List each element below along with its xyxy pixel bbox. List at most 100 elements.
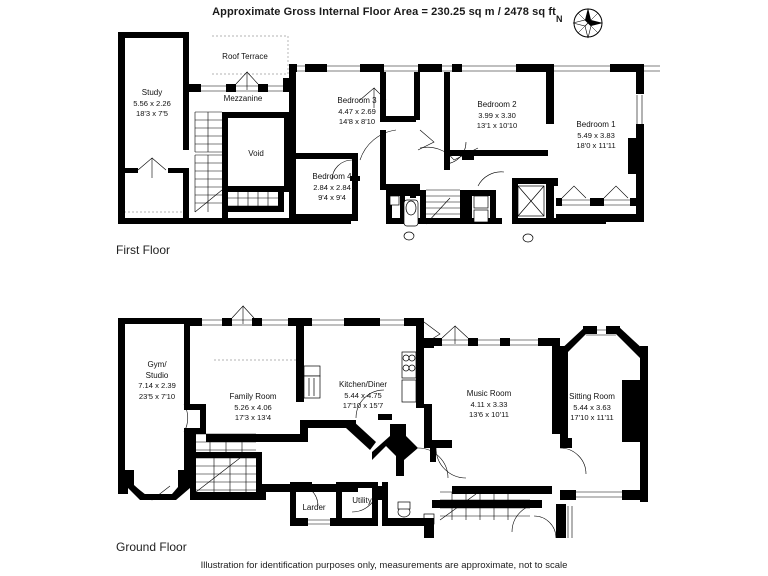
wall-music-tr: [538, 338, 560, 346]
room-label-mezzanine: Mezzanine: [223, 94, 263, 103]
wall-void-right: [284, 112, 290, 192]
wall-sitting-bot-pier-1: [560, 490, 576, 500]
wall-gym-top: [118, 318, 190, 324]
wall-study-bottom: [118, 218, 190, 224]
wall-ground-bottom-notch: [424, 518, 434, 538]
wall-ensuite1-left: [512, 178, 518, 224]
wall-top-pier-1: [305, 64, 327, 72]
compass-north-label: N: [556, 14, 563, 24]
wall-kitchen-tr: [404, 318, 424, 326]
room-label-void: Void: [248, 149, 264, 158]
wall-gym-door-jamb: [200, 404, 206, 434]
wall-bed1-ll-corner: [546, 178, 558, 186]
wall-hall-jamb: [300, 428, 308, 442]
wall-firstfloor-bottom-left: [189, 218, 351, 224]
wall-sitting-ext-left: [556, 504, 566, 538]
room-label-bedroom-2: Bedroom 2 3.99 x 3.30 13'1 x 10'10: [476, 100, 518, 130]
wall-top-pier-3b: [452, 64, 462, 72]
window-larder: [308, 519, 330, 525]
wall-centerstair-right: [460, 190, 466, 224]
door-sitting-arc: [559, 447, 587, 475]
wall-gym-right-lower: [184, 428, 190, 474]
wall-void-lower: [222, 206, 284, 212]
wall-gym-left: [118, 318, 125, 478]
wall-music-pier-3: [500, 338, 510, 346]
door-music-arc: [435, 447, 467, 479]
wall-study-right-upper: [183, 32, 189, 140]
wall-music-bl: [424, 440, 452, 448]
wc-cistern-ground: [397, 501, 411, 510]
wall-sitting-bay-lcorner: [552, 346, 568, 356]
wall-kitchen-right-upper: [416, 318, 424, 344]
wall-gym-angled-bottom: [128, 470, 190, 500]
wall-bed2-bottom: [444, 150, 548, 156]
wall-bed4-bottom-left: [289, 214, 357, 221]
wall-music-pier-1: [432, 338, 442, 346]
wall-ensuite1-top: [512, 178, 550, 184]
wall-landing-sill: [386, 116, 416, 122]
basin-fixture-1: [389, 195, 400, 206]
door-family-french-a: [231, 305, 244, 324]
wall-bed2-bl: [444, 150, 450, 170]
wall-bath1-divider: [400, 196, 405, 224]
wc-fixture-1: [403, 231, 415, 241]
first-floor-label: First Floor: [116, 243, 170, 257]
hob-fixture: [303, 365, 321, 377]
door-terrace-leaf: [246, 71, 259, 85]
wall-ensuite2-left: [466, 190, 472, 224]
wall-gstair-mid: [256, 458, 262, 498]
door-bed4-arc: [331, 159, 353, 181]
window-bed1-right: [636, 95, 643, 125]
door-study-leaf: [151, 157, 167, 171]
wall-bed1-bot-pier-2: [590, 198, 604, 206]
wall-study-partition-left: [118, 168, 138, 173]
wall-landing-left2: [380, 130, 386, 190]
wall-music-left-lower: [424, 404, 432, 448]
wall-ensuite2-top: [466, 190, 496, 196]
wall-gstair-landing: [196, 452, 262, 458]
wall-bed1-left-lower: [546, 178, 554, 224]
wall-gstair-hall-bottom: [262, 484, 358, 492]
wall-landing-right: [414, 72, 420, 120]
wall-bed2-left: [444, 72, 450, 120]
wall-study-right-jamb: [183, 140, 189, 150]
room-label-sitting-room: Sitting Room 5.44 x 3.63 17'10 x 11'11: [569, 392, 615, 422]
room-label-bedroom-3: Bedroom 3 4.47 x 2.69 14'8 x 8'10: [337, 96, 377, 126]
wall-gym-door-head: [184, 404, 206, 410]
wall-terrace-mullion-1: [226, 84, 236, 92]
window-ground-lower-right: [567, 506, 573, 538]
wall-larder-br: [330, 518, 348, 526]
wall-gym-door-sill: [184, 428, 206, 434]
window-mezzanine-terrace: [189, 85, 287, 92]
wall-bed1-bottom-outer: [556, 214, 644, 222]
bath-tub-inner: [405, 200, 417, 216]
room-label-larder: Larder: [302, 503, 326, 512]
room-label-bedroom-4: Bedroom 4 2.84 x 2.84 9'4 x 9'4: [312, 172, 352, 202]
wall-kitchen-pier-1: [344, 318, 380, 326]
door-bed4-leaf: [350, 176, 360, 181]
wall-terrace-mullion-2: [258, 84, 268, 92]
compass-rose-svg: [572, 8, 603, 39]
door-hall-arc-1: [355, 389, 385, 419]
wall-bed2-right-upper: [546, 64, 554, 124]
wall-sitting-bay-pier-1: [583, 326, 597, 334]
wall-larder-bl: [290, 518, 308, 526]
wall-utility-right: [372, 482, 378, 524]
door-music-leaf: [430, 446, 436, 462]
door-ensuite2-arc: [477, 171, 505, 187]
wall-larder-left: [290, 482, 296, 522]
door-landing-1b: [373, 87, 387, 101]
wall-bed1-right-upper: [636, 64, 644, 94]
room-label-study: Study 5.56 x 2.26 18'3 x 7'5: [133, 88, 171, 118]
wall-wc-left: [382, 482, 388, 524]
wall-bed1-right-lower: [636, 124, 644, 214]
wall-hall-angled-right: [372, 424, 418, 476]
fridge-fixture: [401, 379, 417, 403]
wall-void-bottom: [222, 186, 290, 192]
wall-utility-bottom: [342, 518, 378, 526]
wall-gym-right-upper: [184, 318, 190, 410]
room-label-bedroom-1: Bedroom 1 5.49 x 3.83 18'0 x 11'11: [576, 120, 616, 150]
ground-floor-stairs: [190, 433, 542, 533]
disclaimer-note: Illustration for identification purposes…: [200, 560, 568, 571]
